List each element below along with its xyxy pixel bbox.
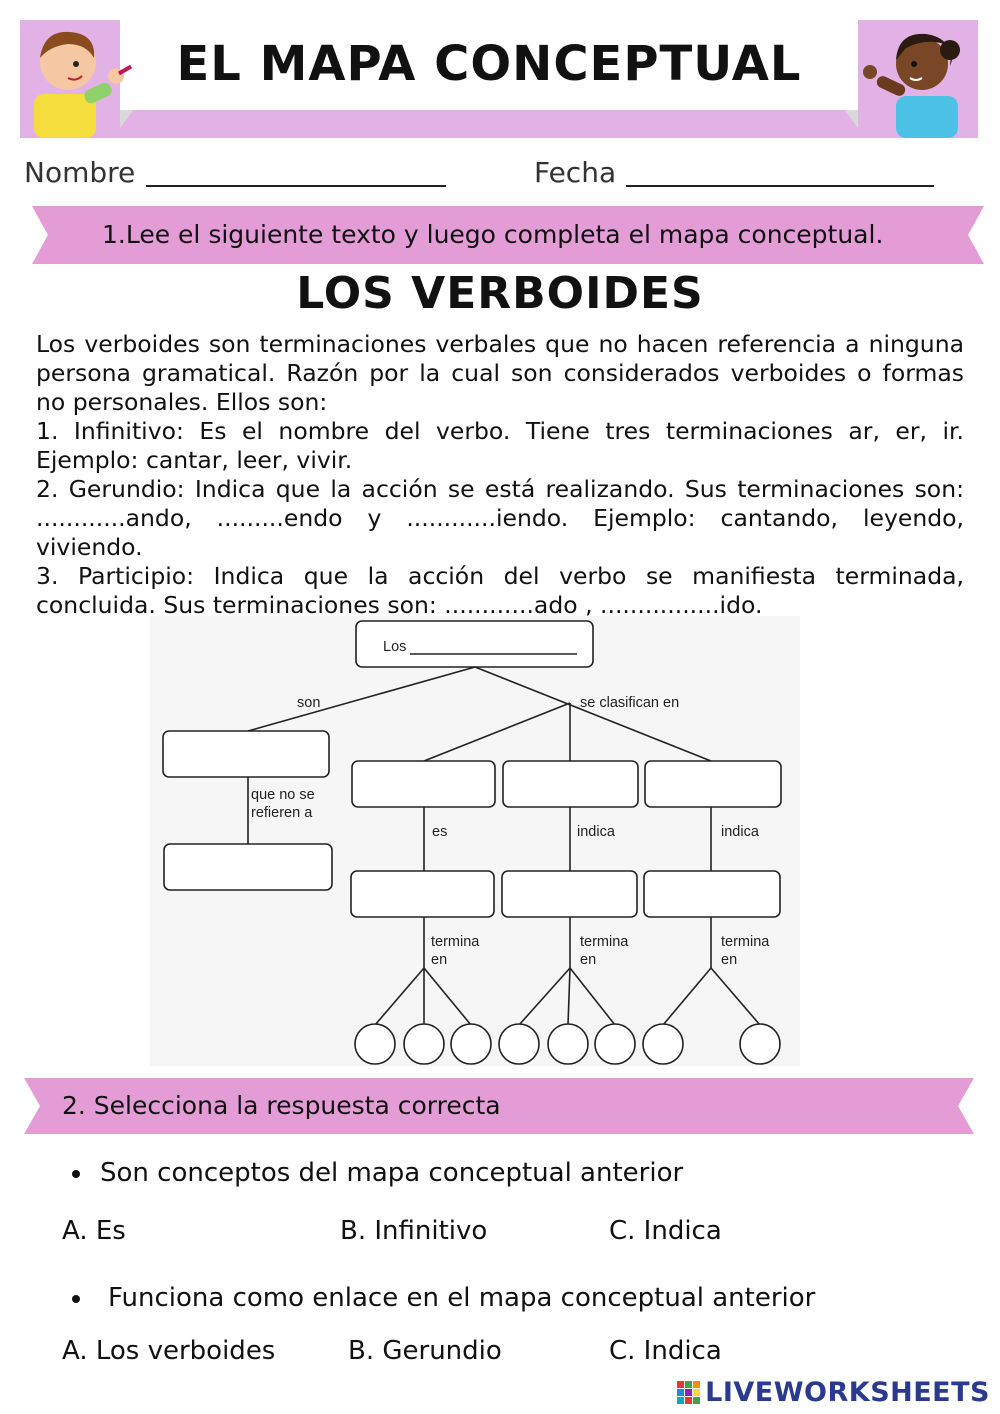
connector-line xyxy=(662,967,712,1026)
question-2-text: Funciona como enlace en el mapa conceptu… xyxy=(108,1283,816,1313)
concept-box-type-3[interactable] xyxy=(644,760,782,808)
connector-line xyxy=(569,967,616,1026)
link-en: en xyxy=(431,952,447,968)
section-title: LOS VERBOIDES xyxy=(296,268,704,319)
option-2c[interactable]: C. Indica xyxy=(609,1336,722,1366)
link-no-refieren-1: que no se xyxy=(251,787,315,803)
header-title-box: EL MAPA CONCEPTUAL xyxy=(120,18,858,110)
option-2b[interactable]: B. Gerundio xyxy=(348,1336,502,1366)
ending-circle[interactable] xyxy=(450,1023,492,1065)
connector-line xyxy=(474,666,712,762)
paragraph: 2. Gerundio: Indica que la acción se est… xyxy=(36,475,964,561)
link-no-refieren-2: refieren a xyxy=(251,805,313,821)
ending-circle[interactable] xyxy=(642,1023,684,1065)
link-es: es xyxy=(432,824,447,840)
link-termina: termina xyxy=(431,934,480,950)
concept-box-type-1[interactable] xyxy=(351,760,496,808)
concept-box-def-2[interactable] xyxy=(501,870,638,918)
concept-box-def-1[interactable] xyxy=(350,870,495,918)
question-1-text: Son conceptos del mapa conceptual anteri… xyxy=(100,1158,684,1188)
paragraph: Los verboides son terminaciones verbales… xyxy=(36,330,964,416)
connector-line xyxy=(567,967,571,1026)
connector-line xyxy=(710,967,761,1026)
reading-text: Los verboides son terminaciones verbales… xyxy=(36,330,964,620)
option-2a[interactable]: A. Los verboides xyxy=(62,1336,276,1366)
paragraph: 1. Infinitivo: Es el nombre del verbo. T… xyxy=(36,417,964,474)
connector-line xyxy=(374,967,425,1026)
instruction-ribbon-1: 1.Lee el siguiente texto y luego complet… xyxy=(32,206,984,264)
logo-text: LIVEWORKSHEETS xyxy=(705,1377,990,1408)
link-termina: termina xyxy=(721,934,770,950)
root-label: Los xyxy=(383,639,406,655)
link-termina: termina xyxy=(580,934,629,950)
name-line[interactable] xyxy=(146,185,446,187)
link-son: son xyxy=(297,695,320,711)
instruction-2-text: 2. Selecciona la respuesta correcta xyxy=(62,1091,501,1120)
ending-circle[interactable] xyxy=(498,1023,540,1065)
link-indica-1: indica xyxy=(577,824,616,840)
link-en: en xyxy=(580,952,596,968)
option-1a[interactable]: A. Es xyxy=(62,1216,126,1246)
connector-line xyxy=(518,967,571,1026)
ending-circle[interactable] xyxy=(594,1023,636,1065)
liveworksheets-logo-icon xyxy=(677,1380,701,1404)
footer-logo[interactable]: LIVEWORKSHEETS xyxy=(677,1377,990,1408)
ending-circle[interactable] xyxy=(547,1023,589,1065)
connector-line xyxy=(423,702,571,762)
concept-box-refieren[interactable] xyxy=(163,843,333,891)
instruction-1-text: 1.Lee el siguiente texto y luego complet… xyxy=(102,220,884,249)
link-en: en xyxy=(721,952,737,968)
date-label: Fecha xyxy=(534,156,617,189)
instruction-ribbon-2: 2. Selecciona la respuesta correcta xyxy=(24,1078,974,1134)
date-line[interactable] xyxy=(626,185,934,187)
ending-circle[interactable] xyxy=(354,1023,396,1065)
connector-line xyxy=(247,666,476,732)
page-title: EL MAPA CONCEPTUAL xyxy=(176,36,802,92)
paragraph: 3. Participio: Indica que la acción del … xyxy=(36,562,964,619)
concept-box-def-3[interactable] xyxy=(643,870,781,918)
option-1b[interactable]: B. Infinitivo xyxy=(340,1216,488,1246)
link-clasifican: se clasifican en xyxy=(580,695,679,711)
option-1c[interactable]: C. Indica xyxy=(609,1216,722,1246)
boy-illustration xyxy=(24,24,134,138)
bullet xyxy=(72,1295,80,1303)
bullet xyxy=(72,1170,80,1178)
ending-circle[interactable] xyxy=(403,1023,445,1065)
name-label: Nombre xyxy=(24,156,136,189)
concept-box-type-2[interactable] xyxy=(502,760,639,808)
connector-line xyxy=(423,967,472,1026)
concept-box-son[interactable] xyxy=(162,730,330,778)
link-indica-2: indica xyxy=(721,824,760,840)
girl-illustration xyxy=(856,24,966,138)
ending-circle[interactable] xyxy=(739,1023,781,1065)
